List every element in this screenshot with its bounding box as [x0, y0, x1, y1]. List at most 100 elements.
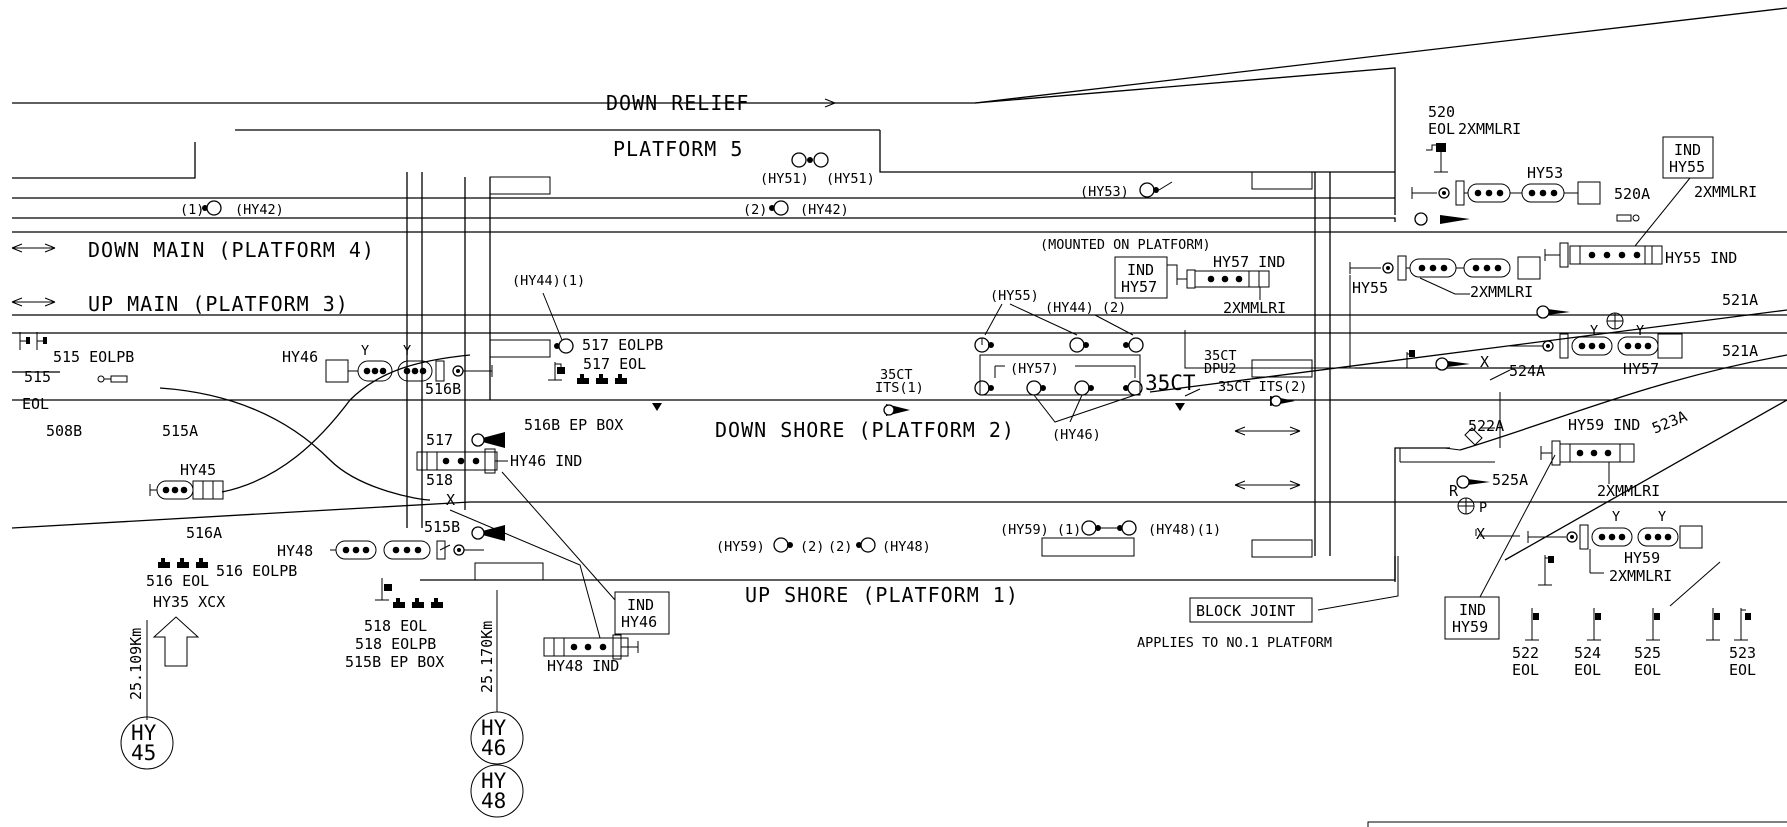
x-label-1: X	[1476, 525, 1485, 543]
xmml-hy55-label: 2XMMLRI	[1470, 283, 1533, 301]
e517-eol-icons	[548, 362, 627, 384]
hy55-hy44-signal-icons	[974, 303, 1144, 353]
hy59-label: HY59	[1624, 549, 1660, 567]
arrow-down-main	[11, 243, 56, 253]
track-lines	[11, 7, 1787, 582]
hy51-b-label: (HY51)	[826, 171, 875, 187]
hy35-label: HY35 XCX	[153, 593, 225, 611]
hy44-1-label: (HY44)(1)	[512, 273, 585, 289]
hy42-a-signal-icon	[202, 200, 222, 216]
svg-text:IND: IND	[1459, 601, 1486, 619]
hy46-y2: Y	[403, 343, 411, 359]
e516-eol-label: 516 EOL	[146, 572, 209, 590]
shunt-517-icon	[475, 432, 505, 448]
eol-label: EOL	[22, 395, 49, 413]
p-label: P	[1479, 500, 1487, 516]
its1-label-b: ITS(1)	[875, 380, 924, 396]
e516-eolpb-label: 516 EOLPB	[216, 562, 297, 580]
its2-label: 35CT ITS(2)	[1218, 379, 1307, 395]
up-shore-label: UP SHORE (PLATFORM 1)	[745, 583, 1019, 607]
svg-text:48: 48	[481, 789, 506, 813]
hy57-ind-leader	[1184, 330, 1355, 369]
hy44-2-label: (HY44) (2)	[1045, 300, 1126, 316]
e516a-label: 516A	[186, 524, 222, 542]
e518-eol-icons	[375, 578, 443, 608]
e515a-label: 515A	[162, 422, 198, 440]
r-label: R	[1449, 482, 1459, 500]
x-518-leader	[449, 509, 601, 639]
hy42-b-signal-icon	[769, 200, 789, 216]
hy46-sub-label: (HY46)	[1052, 427, 1101, 443]
down-shore-label: DOWN SHORE (PLATFORM 2)	[715, 418, 1015, 442]
hy42-a-label: (HY42)	[235, 202, 284, 218]
its1-label-a: 35CT	[880, 367, 913, 383]
e520a-label: 520A	[1614, 185, 1650, 203]
down-relief-label: DOWN RELIEF	[606, 91, 749, 115]
eol-524-num: 524	[1574, 644, 1601, 662]
svg-text:HY59: HY59	[1452, 618, 1488, 636]
hy48-label: HY48	[277, 542, 313, 560]
e517-eolpb-label: 517 EOLPB	[582, 336, 663, 354]
svg-text:HY46: HY46	[621, 613, 657, 631]
hy57-ind-label: HY57 IND	[1213, 253, 1285, 271]
arrow-heads-2	[1234, 480, 1301, 490]
e522a-track2	[1400, 447, 1461, 451]
e517-label: 517	[426, 431, 453, 449]
siding-left	[12, 142, 196, 179]
platform-ramp-3	[474, 562, 544, 581]
dpu2-label-b: DPU2	[1204, 361, 1237, 377]
hy55-label: HY55	[1352, 279, 1388, 297]
ind-hy59-box: IND HY59	[1444, 454, 1556, 640]
e520-eol-label: EOL	[1428, 120, 1455, 138]
e515b-label: 515B	[424, 518, 460, 536]
shunt-signals	[471, 212, 1570, 541]
hy48-signal	[330, 540, 484, 560]
eol-523-word: EOL	[1729, 661, 1756, 679]
hy55-xmml-leader	[1419, 277, 1470, 295]
trigger-2	[1175, 403, 1185, 411]
e520-label: 520	[1428, 103, 1455, 121]
hy45-label: HY45	[180, 461, 216, 479]
subsidiary-signals	[202, 152, 1173, 553]
xmml-hy59-label: 2XMMLRI	[1609, 567, 1672, 585]
hy59-hy48-2-signal-icons	[773, 537, 876, 553]
track-curve-4	[1504, 399, 1787, 561]
platform-block	[1041, 537, 1135, 557]
hy46-ind-signal	[416, 448, 508, 474]
e35ct-label: 35CT	[1145, 371, 1196, 395]
dpu2-pointer	[1184, 388, 1201, 397]
hy57-y2: Y	[1636, 323, 1644, 339]
e523a-label: 523A	[1649, 407, 1689, 437]
hy59-2-label: (HY59)	[716, 539, 765, 555]
eol-equipment	[19, 214, 1751, 667]
e525a-label: 525A	[1492, 471, 1528, 489]
e515-label: 515	[24, 368, 51, 386]
down-main-label: DOWN MAIN (PLATFORM 4)	[88, 238, 375, 262]
arrow-up-main	[11, 297, 56, 307]
e521a-label-1: 521A	[1722, 291, 1758, 309]
hy42-b-label: (HY42)	[800, 202, 849, 218]
right-eol-icons	[1400, 350, 1751, 641]
hy59-ind-label: HY59 IND	[1568, 416, 1640, 434]
hy57-y1: Y	[1590, 323, 1598, 339]
svg-text:IND: IND	[627, 596, 654, 614]
hy55-signal	[1349, 255, 1541, 281]
e517-eol-label: 517 EOL	[583, 355, 646, 373]
hy59-y1: Y	[1612, 509, 1620, 525]
hy51-a-label: (HY51)	[760, 171, 809, 187]
direction-arrows	[11, 98, 1301, 490]
svg-text:IND: IND	[1127, 261, 1154, 279]
hy57-hy46-signal-icons	[974, 354, 1143, 423]
e522a-label: 522A	[1468, 417, 1504, 435]
e516b-ep-label: 516B EP BOX	[524, 416, 623, 434]
hy53-signal	[1411, 180, 1601, 206]
svg-text:HY57: HY57	[1121, 278, 1157, 296]
e515b-ep-label: 515B EP BOX	[345, 653, 444, 671]
eol-523-num: 523	[1729, 644, 1756, 662]
track-curve-1	[159, 387, 431, 501]
platform-ramp-2	[489, 339, 551, 358]
hy59-1-label: (HY59) (1)	[1000, 522, 1081, 538]
hy48-stub	[439, 544, 451, 551]
shunt-515b-icon	[475, 525, 505, 541]
svg-text:45: 45	[131, 741, 156, 765]
